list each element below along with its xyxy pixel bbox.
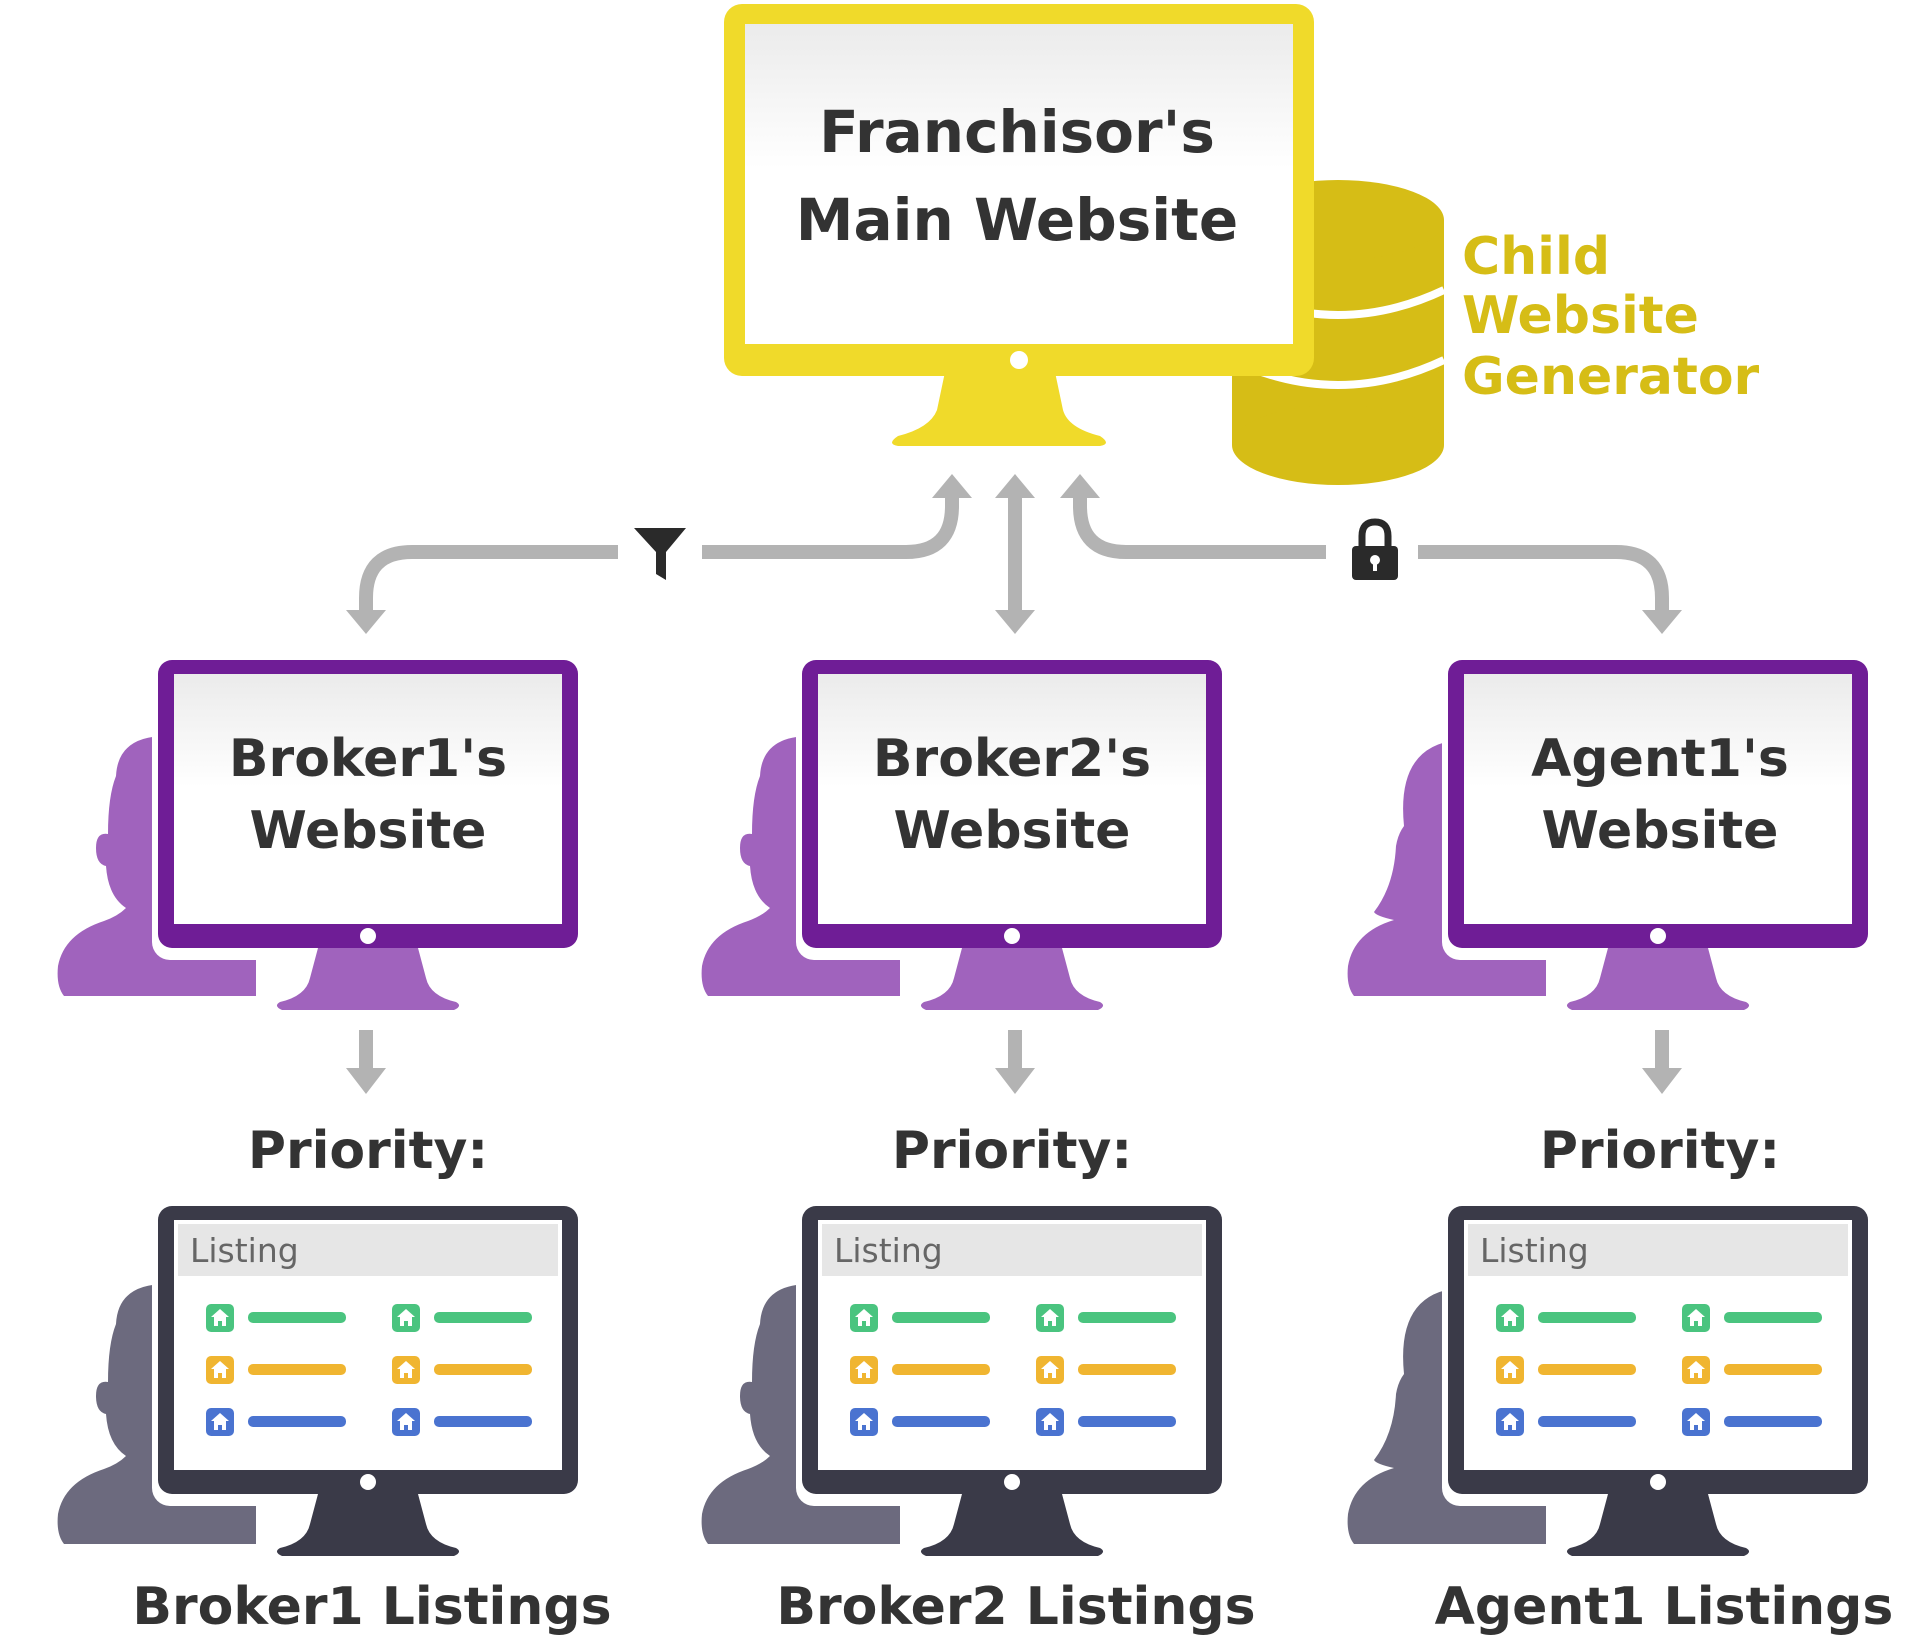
main-monitor-stand <box>892 372 1106 446</box>
listing-caption: Agent1 Listings <box>1435 1577 1894 1635</box>
listing-rows <box>206 1304 532 1436</box>
main-website-title-line1: Franchisor's <box>819 98 1215 166</box>
connectors <box>346 474 1682 634</box>
child-column-agent1: Agent1's Website Priority: Listing Agent… <box>1347 658 1894 1635</box>
child-title-line1: Broker2's <box>873 729 1151 789</box>
main-website-title-line2: Main Website <box>796 186 1238 254</box>
lock-icon <box>1352 518 1398 580</box>
listing-rows <box>1496 1304 1822 1436</box>
listing-header: Listing <box>1480 1231 1589 1270</box>
main-website: Franchisor's Main Website Child Website … <box>724 4 1760 485</box>
generator-label-line3: Generator <box>1462 347 1760 407</box>
database-icon <box>1230 180 1446 485</box>
child-column-broker2: Broker2's Website Priority: Listing Brok… <box>701 658 1256 1635</box>
listing-rows <box>850 1304 1176 1436</box>
listing-header: Listing <box>190 1231 299 1270</box>
listing-header: Listing <box>834 1231 943 1270</box>
generator-label-line2: Website <box>1462 286 1699 346</box>
main-monitor-screen <box>745 24 1293 344</box>
priority-label: Priority: <box>248 1121 488 1181</box>
child-title-line1: Broker1's <box>229 729 507 789</box>
filter-icon <box>634 528 686 580</box>
child-title-line2: Website <box>250 801 487 861</box>
priority-label: Priority: <box>892 1121 1132 1181</box>
priority-label: Priority: <box>1540 1121 1780 1181</box>
child-title-line1: Agent1's <box>1531 729 1789 789</box>
generator-label-line1: Child <box>1462 227 1610 287</box>
child-column-broker1: Broker1's Website Priority: Listing Brok… <box>57 658 612 1635</box>
listing-caption: Broker2 Listings <box>776 1577 1255 1635</box>
child-title-line2: Website <box>894 801 1131 861</box>
listing-caption: Broker1 Listings <box>132 1577 611 1635</box>
child-title-line2: Website <box>1542 801 1779 861</box>
